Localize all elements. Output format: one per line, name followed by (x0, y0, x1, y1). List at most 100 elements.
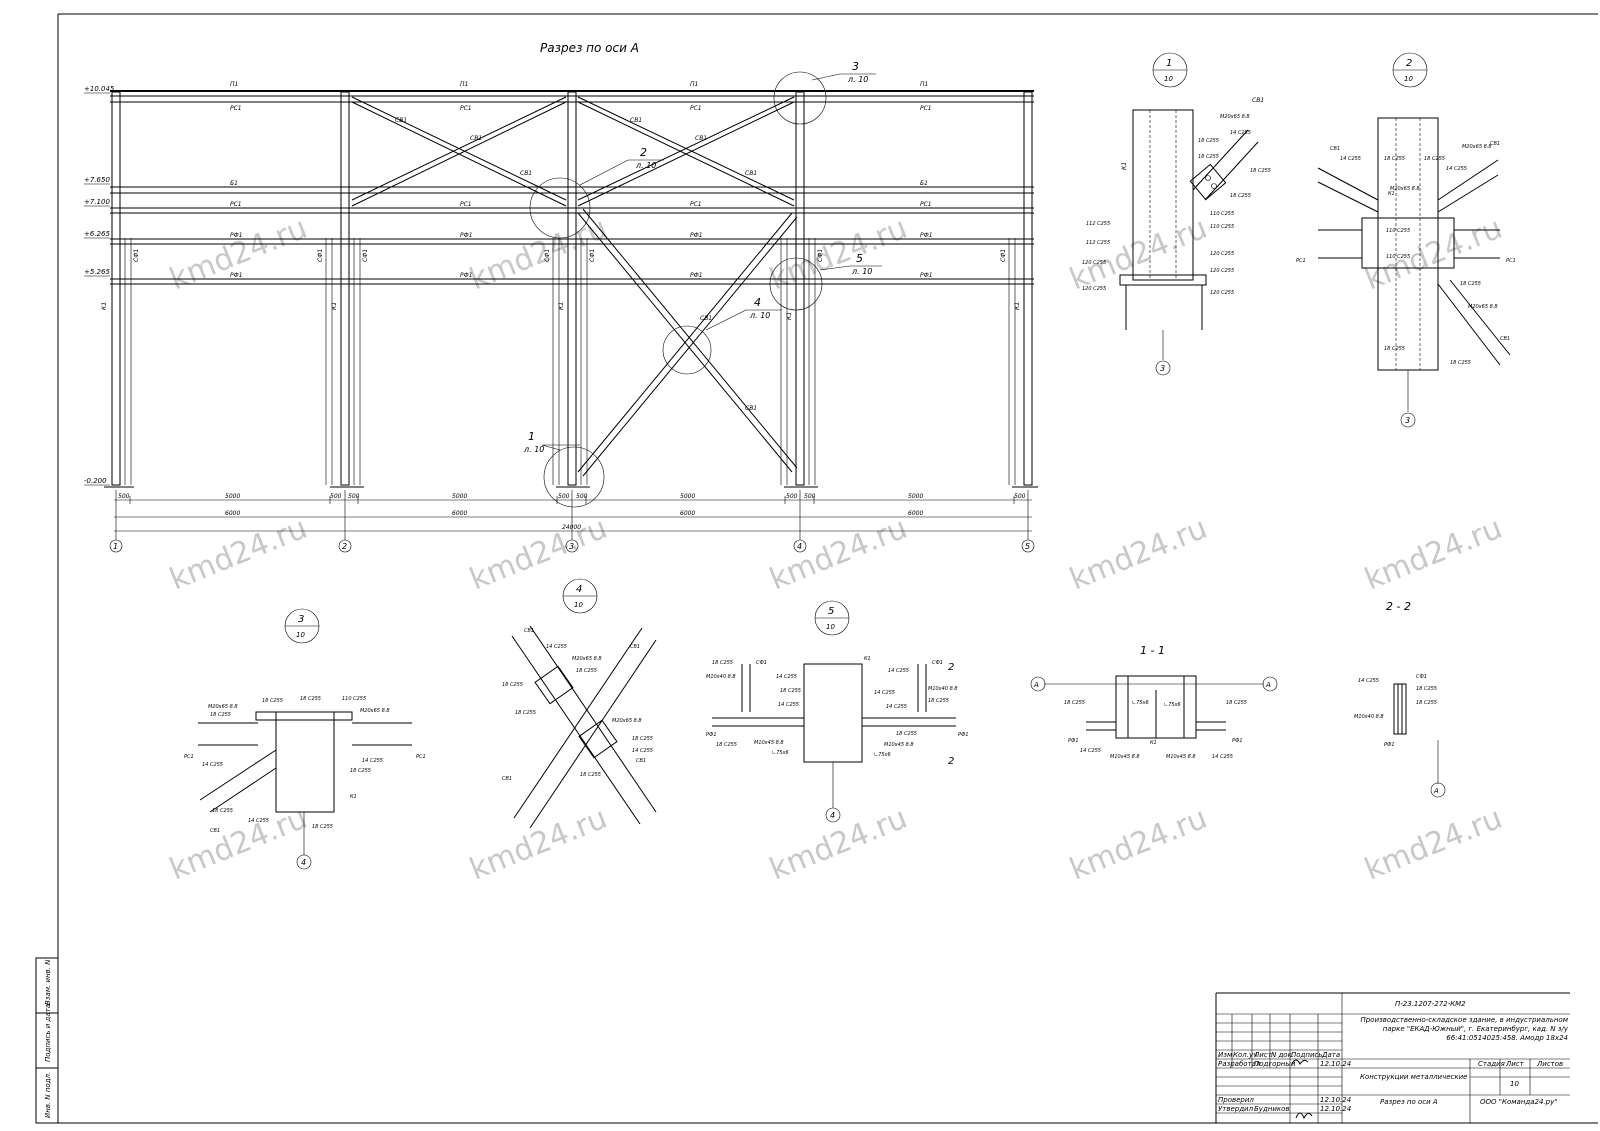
node-sheet: 10 (574, 601, 583, 609)
member-label: СФ1 (1000, 249, 1007, 262)
node-note: 14 С255 (1358, 678, 1379, 684)
dim-text: 5000 (452, 493, 467, 500)
callout-sheet: л. 10 (635, 161, 656, 170)
columns (111, 91, 1033, 486)
node-note: 112 С255 (1086, 240, 1110, 246)
person-name: Будников (1254, 1105, 1290, 1113)
node-note: 18 С255 (1064, 700, 1085, 706)
member-label: К1 (331, 302, 338, 310)
node-note: 14 С255 (888, 668, 909, 674)
node-note: 14 С255 (546, 644, 567, 650)
member-label: СВ1 (1500, 336, 1510, 342)
dim-text: 6000 (225, 510, 240, 517)
member-label: Б1 (920, 180, 928, 187)
level-mark: -0.200 (84, 477, 107, 485)
dim-text: 6000 (452, 510, 467, 517)
stamp-text: Взам. инв. N (44, 959, 52, 1005)
node-note: 18 С255 (1384, 156, 1405, 162)
member-label: РФ1 (958, 732, 969, 738)
watermark: kmd24.ru (765, 801, 912, 888)
dim-text: 500 (1014, 493, 1026, 500)
member-label: СФ1 (756, 660, 767, 666)
node-note: 18 С255 (1226, 700, 1247, 706)
stamp-text: Инв. N подл. (44, 1072, 52, 1118)
axis-markers: 1 2 3 4 5 (109, 539, 1035, 553)
member-label: РС1 (920, 105, 932, 112)
watermark: kmd24.ru (165, 801, 312, 888)
member-label: П1 (690, 81, 698, 88)
role-label: Проверил (1218, 1096, 1254, 1104)
dim-text: 500 (348, 493, 360, 500)
col-header: Лист (1253, 1051, 1273, 1059)
node-note: М10х45 8.8 (1166, 754, 1196, 760)
node-note: ∟75х6 (1164, 702, 1181, 708)
discipline: Конструкции металлические (1360, 1073, 1468, 1081)
member-label: СВ1 (520, 170, 532, 177)
axis-label: 3 (1160, 364, 1165, 373)
member-label: СФ1 (362, 249, 369, 262)
member-label: РС1 (920, 201, 932, 208)
axis-label: 3 (1405, 416, 1410, 425)
node-note: 18 С255 (1416, 686, 1437, 692)
axis-label: 2 (342, 542, 347, 551)
member-label: СВ1 (630, 117, 642, 124)
node-number: 1 (1166, 58, 1172, 69)
member-label: СВ1 (210, 828, 220, 834)
node-note: 110 С255 (1210, 211, 1234, 217)
sign-date: 12.10.24 (1320, 1096, 1351, 1104)
node-note: М10х45 8.8 (754, 740, 784, 746)
node-note: 14 С255 (1212, 754, 1233, 760)
callout-number: 3 (852, 60, 859, 73)
member-label: СВ1 (636, 758, 646, 764)
member-label: РС1 (416, 754, 426, 760)
callout-sheet: л. 10 (749, 311, 770, 320)
member-labels: П1 П1 П1 П1 РС1 РС1 РС1 РС1 Б1 Б1 РС1 РС… (101, 81, 1021, 412)
axis-label: А (1265, 681, 1271, 689)
node-note: 18 С255 (1230, 193, 1251, 199)
callout-number: 1 (528, 430, 535, 443)
dim-text: 6000 (908, 510, 923, 517)
cut-1-1: 1 - 1 А А 18 С255 18 С255 ∟75х6 ∟75х6 РФ… (1030, 644, 1278, 760)
node-note: 110 С255 (1386, 228, 1410, 234)
member-label: К1 (864, 656, 871, 662)
node-note: М20х65 8.8 (1468, 304, 1498, 310)
member-label: К1 (1150, 740, 1157, 746)
member-label: РС1 (690, 105, 702, 112)
watermark: kmd24.ru (765, 511, 912, 598)
watermark: kmd24.ru (1360, 211, 1507, 298)
callout-sheet: л. 10 (523, 445, 544, 454)
sheet-number: 10 (1510, 1080, 1519, 1088)
axis-label: 5 (1025, 542, 1030, 551)
node-note: 18 С255 (1460, 281, 1481, 287)
girders (110, 90, 1034, 285)
member-label: СФ1 (817, 249, 824, 262)
node-note: ∟75х6 (874, 752, 891, 758)
node-note: 18 С255 (312, 824, 333, 830)
callout-circles (529, 71, 882, 508)
member-label: СФ1 (1416, 674, 1427, 680)
member-label: П1 (920, 81, 928, 88)
dim-text: 5000 (908, 493, 923, 500)
node-number: 3 (298, 614, 304, 625)
watermark: kmd24.ru (1360, 511, 1507, 598)
dimensions: 500 5000 500 500 5000 500 500 5000 500 5… (114, 490, 1032, 540)
member-label: СФ1 (544, 249, 551, 262)
callout-sheet: л. 10 (847, 75, 868, 84)
watermark: kmd24.ru (465, 511, 612, 598)
node-note: ∟75х6 (772, 750, 789, 756)
member-label: РС1 (690, 201, 702, 208)
member-label: СВ1 (1330, 146, 1340, 152)
member-label: К1 (1121, 162, 1128, 170)
node-3: 3 10 4 М20х65 8.8 М20х65 8.8 18 С255 18 … (184, 608, 426, 870)
level-mark: +6.265 (84, 230, 110, 238)
signature-mark (1295, 1112, 1313, 1120)
node-note: М10х40 8.8 (706, 674, 736, 680)
watermark: kmd24.ru (1360, 801, 1507, 888)
member-label: РФ1 (460, 272, 473, 279)
node-note: 110 С255 (1210, 224, 1234, 230)
axis-label: 4 (830, 811, 835, 820)
dim-text: 5000 (225, 493, 240, 500)
node-note: 14 С255 (632, 748, 653, 754)
member-label: РС1 (460, 201, 472, 208)
